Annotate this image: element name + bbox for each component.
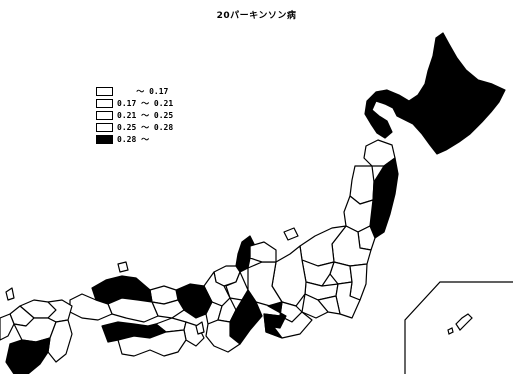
region-hiroshima [107,297,159,323]
region-awaji-island [195,321,205,335]
legend-label: 0.17 ～ 0.21 [117,98,174,108]
region-nagasaki [0,313,15,341]
okinawa-inset-frame [404,281,513,374]
legend-label: ～ 0.17 [117,86,169,96]
region-sado-island [283,227,299,241]
legend-label: 0.28 ～ [117,134,150,144]
legend-item: 0.28 ～ [96,133,173,145]
region-kagoshima-high [5,337,51,374]
region-miyazaki [47,319,73,363]
region-oki-island [117,261,129,273]
map-title: 20パーキンソン病 [216,11,297,21]
legend: ～ 0.17 0.17 ～ 0.21 0.21 ～ 0.25 0.25 ～ 0.… [96,85,173,145]
legend-swatch [96,134,113,144]
legend-swatch [96,98,113,108]
legend-swatch [96,122,113,132]
region-toyama [249,241,277,263]
legend-swatch [96,110,113,120]
region-kanagawa [301,293,329,319]
region-ishikawa-high [235,235,255,273]
region-okinawa-islets [447,327,454,335]
region-okinawa [455,313,473,331]
region-iwate-high [369,157,399,239]
legend-label: 0.25 ～ 0.28 [117,122,174,132]
region-mie-high [229,289,263,345]
legend-swatch [96,86,113,96]
region-hokkaido [364,32,506,155]
legend-item: 0.21 ～ 0.25 [96,109,173,121]
legend-item: ～ 0.17 [96,85,173,97]
region-tsushima [5,287,15,301]
legend-label: 0.21 ～ 0.25 [117,110,174,120]
region-kochi [117,329,187,357]
region-yamaguchi [69,293,113,321]
region-wakayama [205,319,241,353]
legend-item: 0.25 ～ 0.28 [96,121,173,133]
region-aichi-high [263,301,287,339]
legend-item: 0.17 ～ 0.21 [96,97,173,109]
